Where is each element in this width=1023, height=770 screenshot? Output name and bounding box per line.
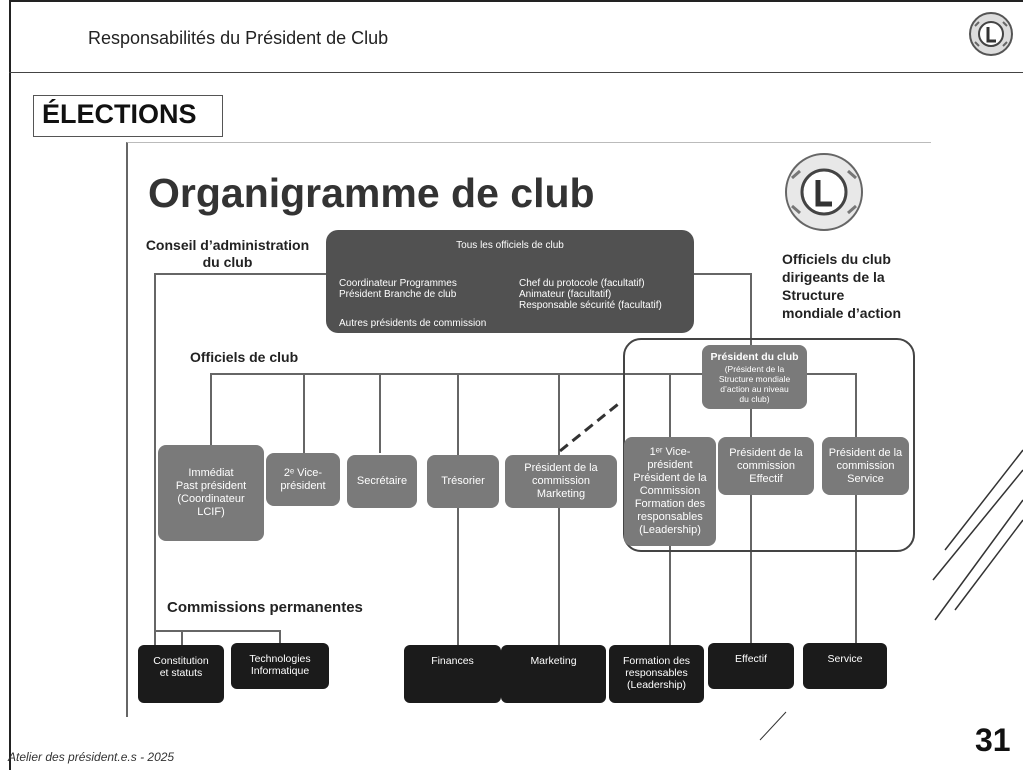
dashed-connector (559, 399, 623, 453)
committee-box-service: Service (803, 643, 887, 689)
org-chart-title: Organigramme de club (148, 170, 595, 216)
connector-line (457, 373, 459, 653)
all-officers-bottom-item: Autres présidents de commission (339, 318, 487, 329)
all-officers-box: Tous les officiels de club Coordinateur … (326, 230, 694, 333)
all-officers-title: Tous les officiels de club (456, 240, 564, 251)
all-officers-left-list: Coordinateur Programmes Président Branch… (339, 278, 457, 300)
connector-line (210, 373, 212, 445)
page-number: 31 (975, 722, 1011, 758)
section-title: ÉLECTIONS (42, 99, 197, 129)
decorative-diagonal-lines (932, 449, 1023, 621)
connector-line (210, 373, 856, 375)
board-label: Conseil d’administration du club (145, 237, 310, 270)
slide-top-border (9, 0, 1023, 2)
lions-international-logo-icon (785, 153, 863, 231)
officer-box-membership-chair: Président de la commission Effectif (718, 437, 814, 495)
standing-committees-label: Commissions permanentes (167, 599, 363, 616)
committee-box-membership: Effectif (708, 643, 794, 689)
officer-box-past-president: Immédiat Past président (Coordinateur LC… (158, 445, 264, 541)
connector-line (855, 373, 857, 653)
footer-text: Atelier des président.e.s - 2025 (8, 750, 175, 764)
committee-box-technologies: Technologies Informatique (231, 643, 329, 689)
connector-line (303, 373, 305, 453)
officer-box-second-vice-president: 2ᵉ Vice- président (266, 453, 340, 506)
committee-box-leadership: Formation des responsables (Leadership) (609, 645, 704, 703)
connector-line (154, 630, 280, 632)
club-president-subtitle: (Président de la Structure mondiale d’ac… (718, 363, 791, 404)
officer-box-treasurer: Trésorier (427, 455, 499, 508)
committee-box-marketing: Marketing (501, 645, 606, 703)
officer-box-service-chair: Président de la commission Service (822, 437, 909, 495)
header-divider (9, 72, 1023, 73)
slide-left-border (9, 0, 11, 770)
officer-box-first-vice-president: 1ᵉʳ Vice- président Président de la Comm… (624, 437, 716, 546)
connector-line (279, 630, 281, 646)
global-action-label: Officiels du club dirigeants de la Struc… (782, 251, 902, 321)
decorative-diagonal-line (759, 711, 787, 741)
all-officers-right-list: Chef du protocole (facultatif) Animateur… (519, 278, 662, 311)
connector-line (379, 373, 381, 453)
club-officers-label: Officiels de club (190, 349, 299, 365)
officer-box-marketing-chair: Président de la commission Marketing (505, 455, 617, 508)
connector-line (694, 273, 752, 275)
section-title-box (33, 95, 223, 137)
lions-logo-icon (969, 12, 1013, 56)
connector-line (154, 273, 328, 275)
connector-line (558, 373, 560, 653)
connector-line (181, 630, 183, 646)
officer-box-secretary: Secrétaire (347, 455, 417, 508)
connector-line (154, 273, 156, 698)
committee-box-finances: Finances (404, 645, 501, 703)
club-president-title: Président du club (710, 350, 799, 363)
club-president-box: Président du club (Président de la Struc… (702, 345, 807, 409)
header-title: Responsabilités du Président de Club (88, 28, 389, 48)
committee-box-constitution: Constitution et statuts (138, 645, 224, 703)
